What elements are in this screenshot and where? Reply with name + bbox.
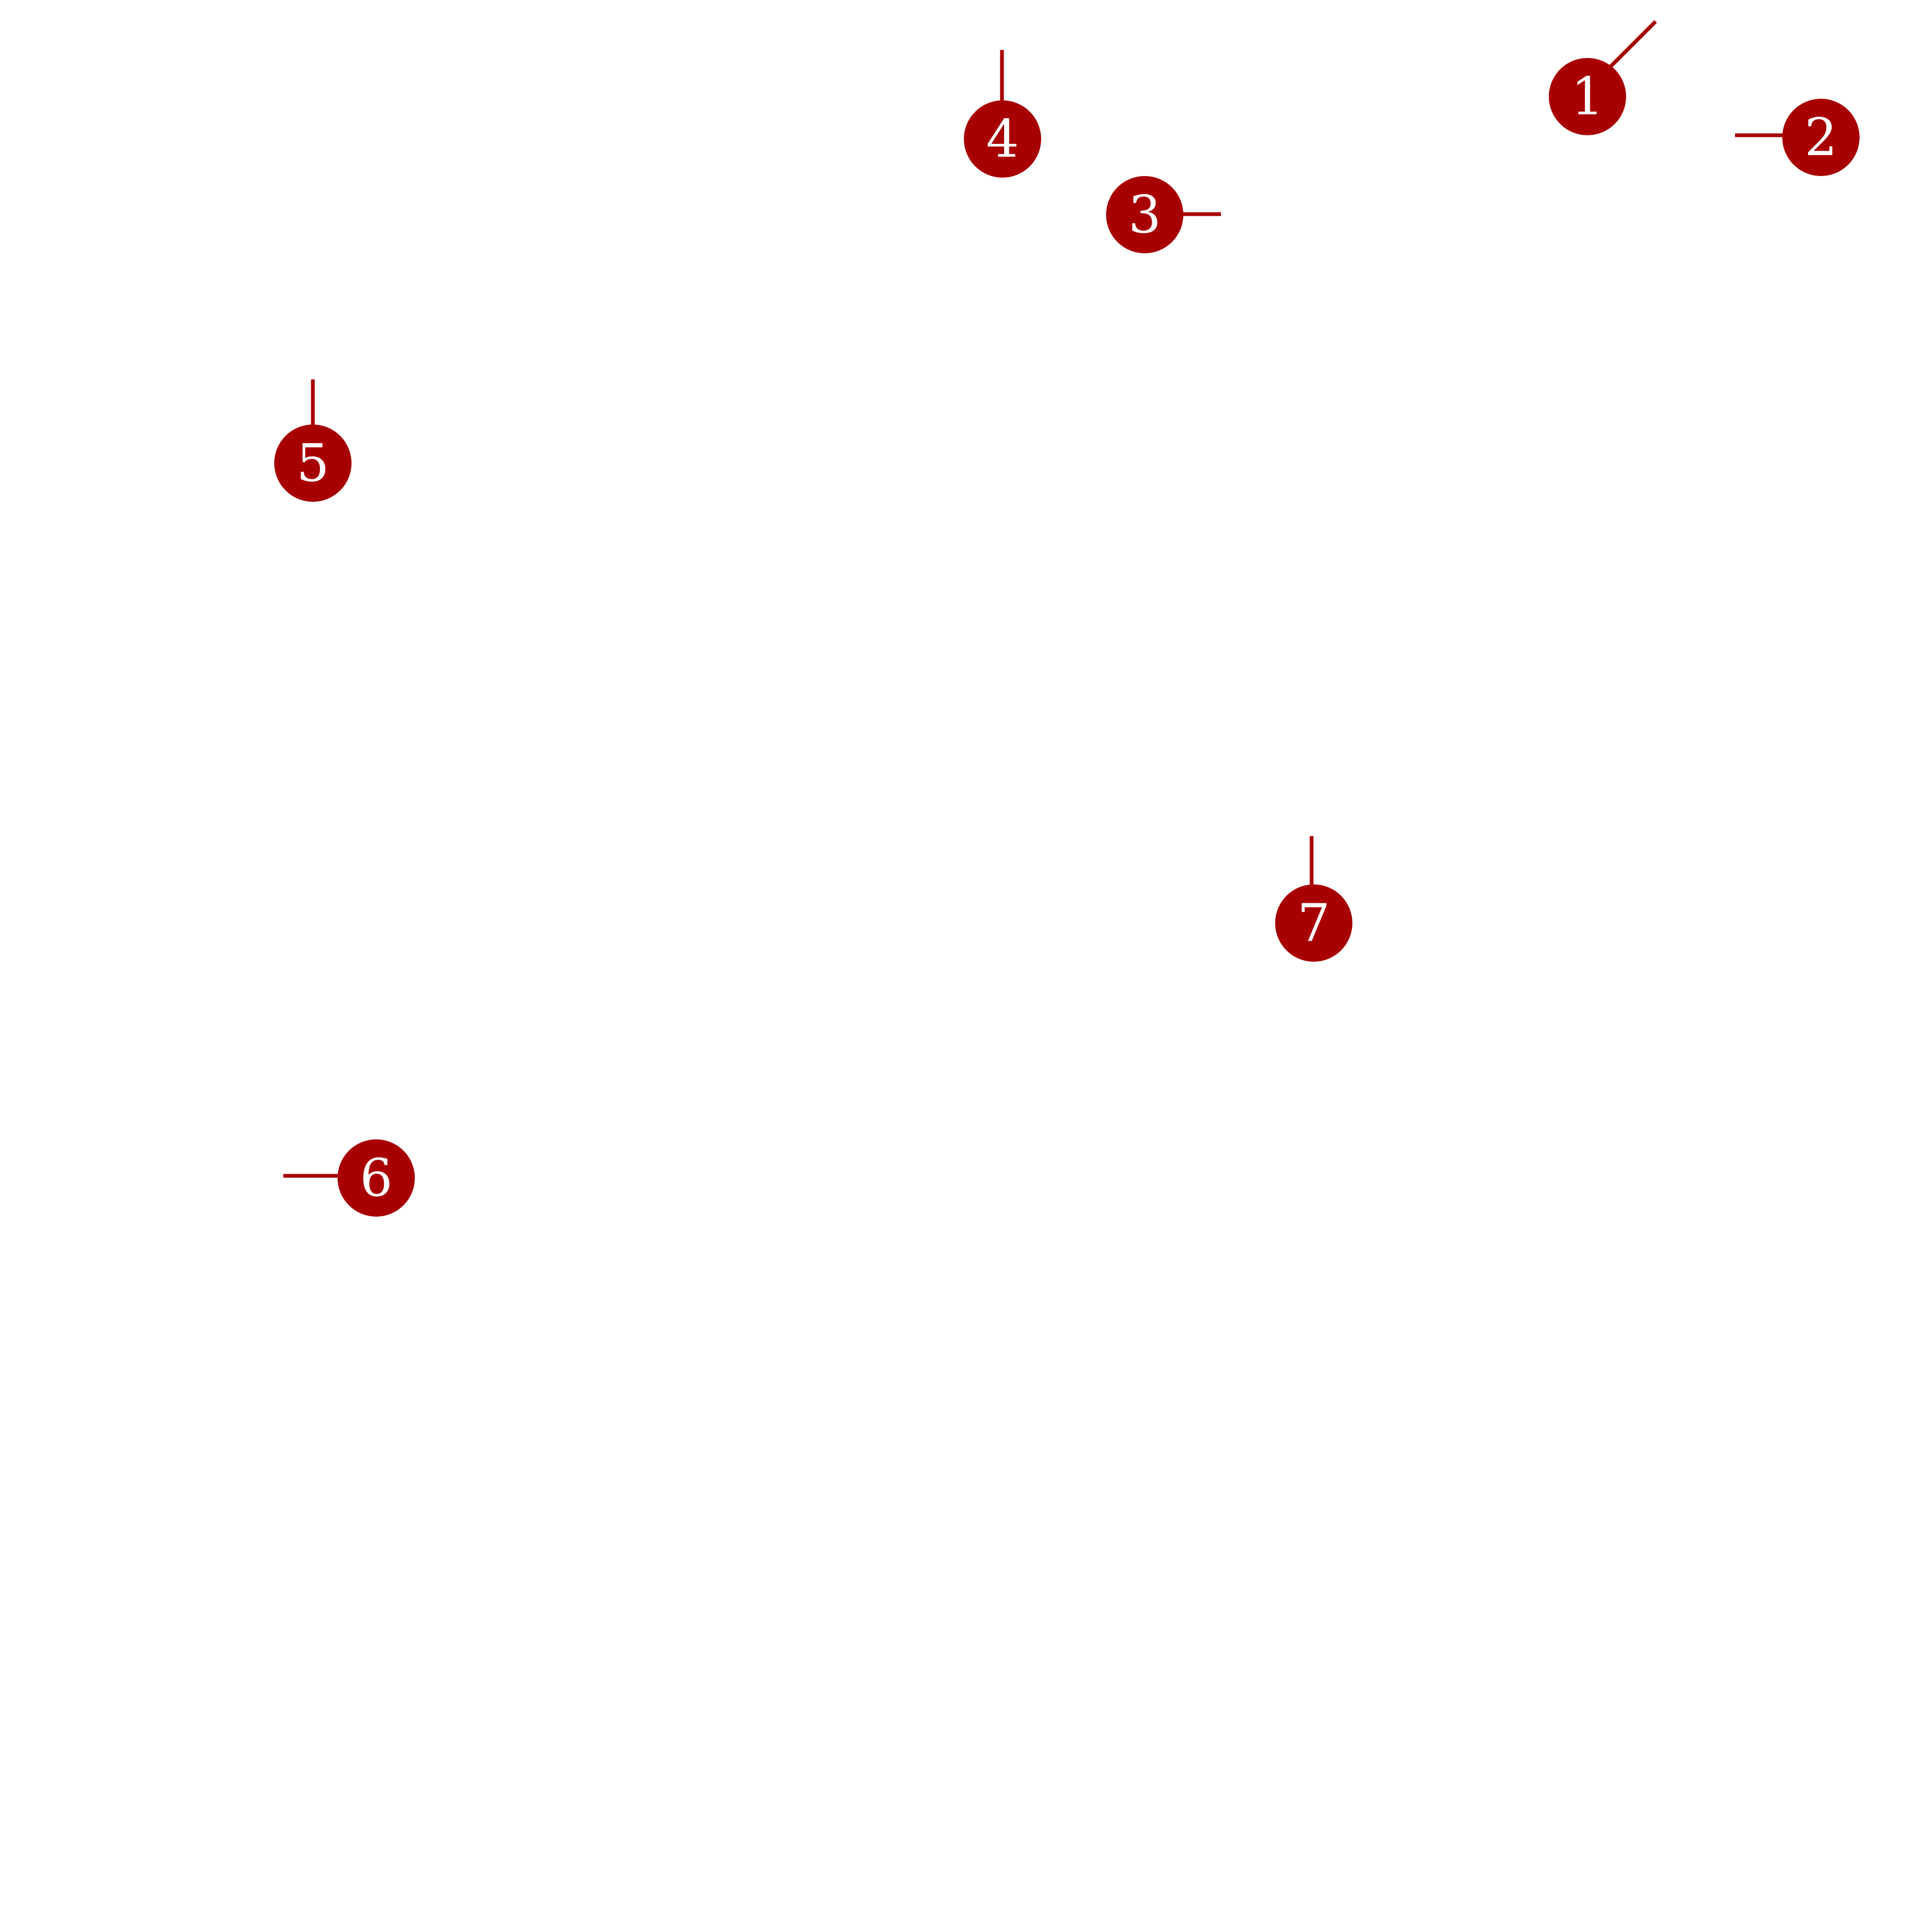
callout-1-marker: 1 — [1549, 20, 1657, 135]
callout-6-number: 6 — [360, 1148, 392, 1208]
callout-1-number: 1 — [1571, 67, 1604, 127]
callout-2-marker: 2 — [1735, 99, 1860, 176]
callout-7-circle — [1275, 884, 1352, 962]
callout-1-leader-line — [1605, 20, 1657, 72]
callout-5-number: 5 — [296, 433, 329, 493]
callout-7-number: 7 — [1297, 893, 1330, 953]
callout-4-number: 4 — [986, 109, 1019, 169]
callout-7-marker: 7 — [1275, 836, 1352, 962]
callout-3-number: 3 — [1128, 185, 1161, 245]
callout-3-marker: 3 — [1106, 176, 1221, 253]
callout-6-circle — [338, 1139, 415, 1217]
callout-3-circle — [1106, 176, 1183, 253]
callout-5-circle — [274, 425, 352, 502]
callout-4-marker: 4 — [964, 50, 1041, 178]
callout-1-circle — [1549, 58, 1626, 135]
callout-2-number: 2 — [1804, 107, 1837, 167]
callout-4-circle — [964, 100, 1041, 178]
callout-2-circle — [1782, 99, 1860, 176]
callout-6-marker: 6 — [283, 1139, 415, 1217]
callout-5-marker: 5 — [274, 379, 352, 502]
